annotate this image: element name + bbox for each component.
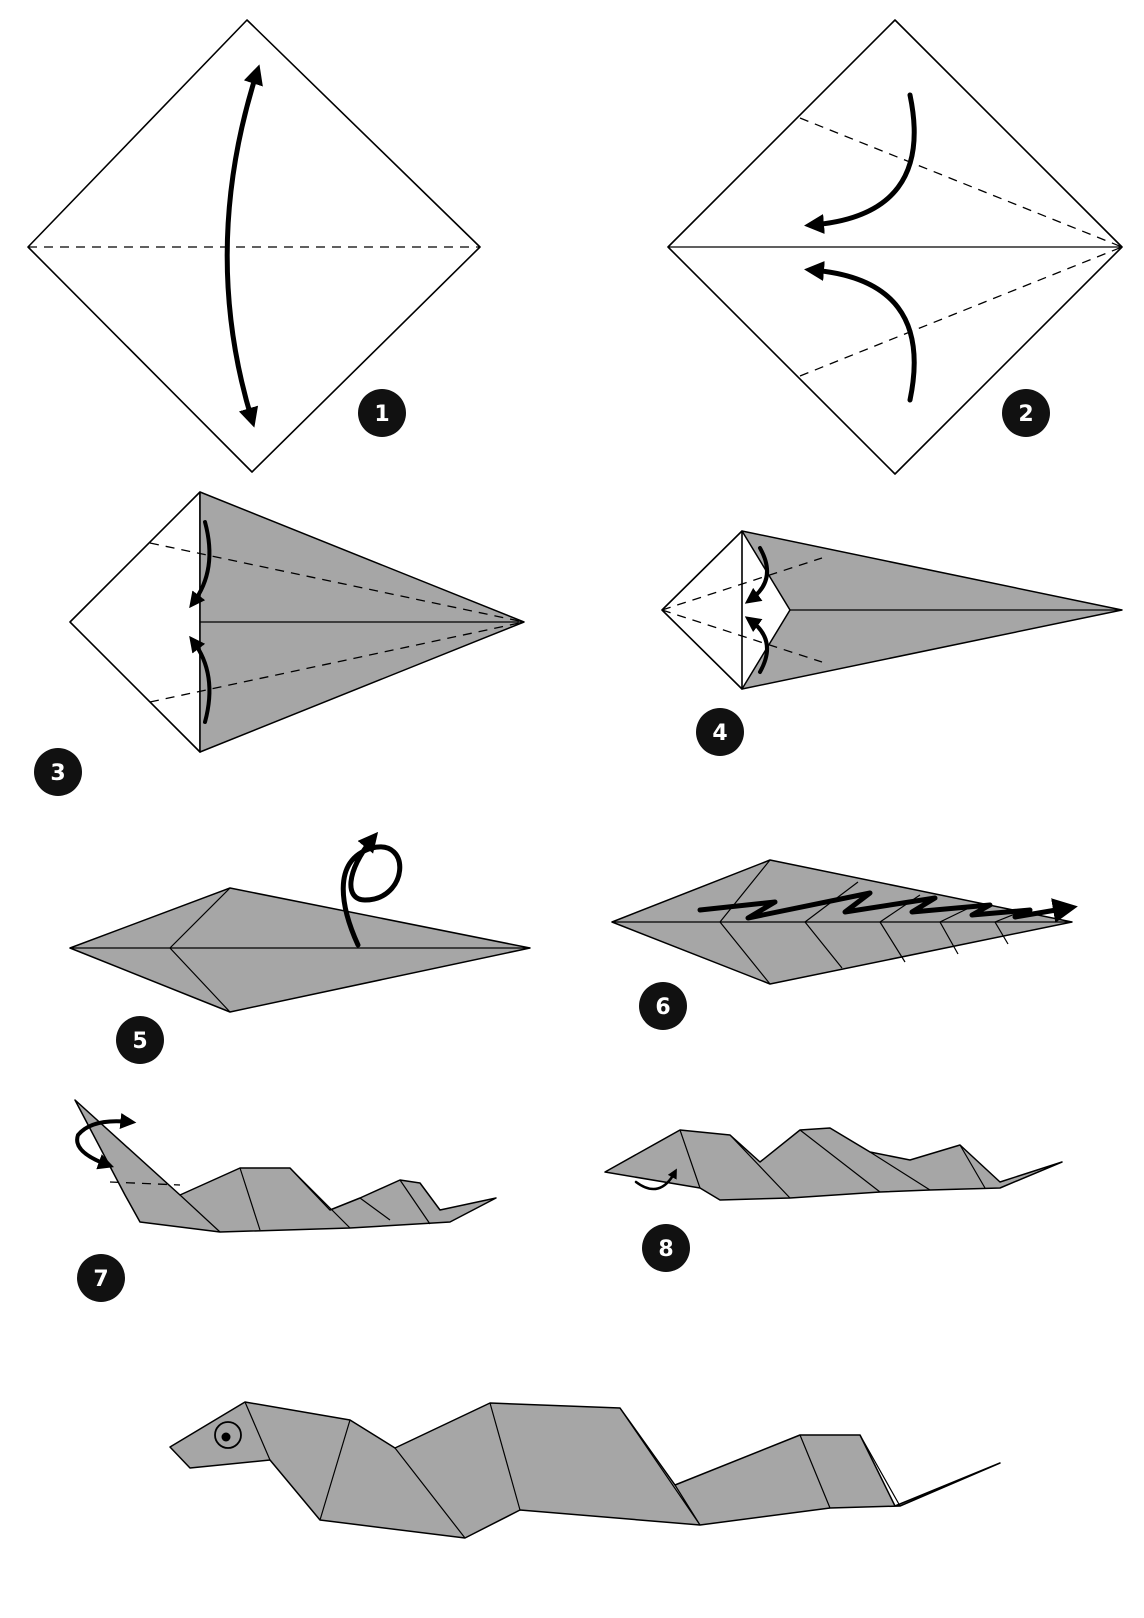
fold-arrow-icon — [804, 92, 917, 234]
eye-icon — [214, 1421, 242, 1449]
step-3-figure — [69, 491, 525, 753]
step-5-figure — [69, 831, 531, 1013]
step-7-badge: 7 — [77, 1254, 125, 1302]
fold-arrow-icon — [189, 520, 212, 609]
step-6-figure — [611, 859, 1078, 985]
step-6-number: 6 — [655, 995, 670, 1020]
snake-body — [169, 1401, 1001, 1539]
step-1-figure — [27, 19, 481, 473]
step-5-number: 5 — [132, 1029, 147, 1054]
step-4-figure — [661, 530, 1123, 690]
pleat-crease — [804, 881, 859, 969]
final-snake-figure — [169, 1401, 1001, 1539]
step-8-badge: 8 — [642, 1224, 690, 1272]
fold-arrow-icon — [224, 64, 263, 428]
fold-arrow-icon — [804, 261, 917, 403]
pleat-zigzag-arrow-icon — [697, 890, 1078, 923]
fold-line-lower — [661, 609, 823, 663]
step-6-badge: 6 — [639, 982, 687, 1030]
step-8-figure — [604, 1127, 1063, 1201]
step-1-badge: 1 — [358, 389, 406, 437]
pleat-creases — [679, 1129, 986, 1199]
body-creases — [244, 1401, 901, 1539]
fold-arrow-icon — [744, 546, 769, 604]
fold-line-lower — [799, 246, 1123, 377]
fold-line-upper — [799, 117, 1123, 248]
fold-arrow-icon — [634, 1168, 677, 1191]
left-flap — [69, 491, 201, 753]
step-8-number: 8 — [658, 1237, 673, 1262]
left-flap — [661, 530, 743, 690]
inner-fold — [169, 887, 231, 1013]
step-3-number: 3 — [50, 761, 65, 786]
step-1-number: 1 — [374, 402, 389, 427]
pleat-crease — [939, 904, 976, 955]
step-4-badge: 4 — [696, 708, 744, 756]
step-2-badge: 2 — [1002, 389, 1050, 437]
folded-body — [69, 887, 531, 1013]
pleat-crease — [719, 859, 771, 985]
fold-line-head — [109, 1181, 181, 1186]
step-7-figure — [74, 1099, 497, 1233]
turn-over-arrow-icon — [340, 831, 403, 948]
snake-body — [74, 1099, 497, 1233]
pupil-icon — [221, 1432, 231, 1442]
step-5-badge: 5 — [116, 1016, 164, 1064]
fold-arrow-icon — [744, 616, 769, 674]
snake-body — [604, 1127, 1063, 1201]
step-4-number: 4 — [712, 721, 727, 746]
step-2-figure — [667, 19, 1123, 475]
turn-arrow-icon — [75, 1113, 137, 1170]
step-2-number: 2 — [1018, 402, 1033, 427]
pleat-crease — [994, 911, 1021, 945]
step-7-number: 7 — [93, 1267, 108, 1292]
step-3-badge: 3 — [34, 748, 82, 796]
fold-arrow-icon — [189, 635, 212, 724]
fold-line-upper — [661, 557, 823, 611]
pleat-creases — [179, 1167, 431, 1233]
